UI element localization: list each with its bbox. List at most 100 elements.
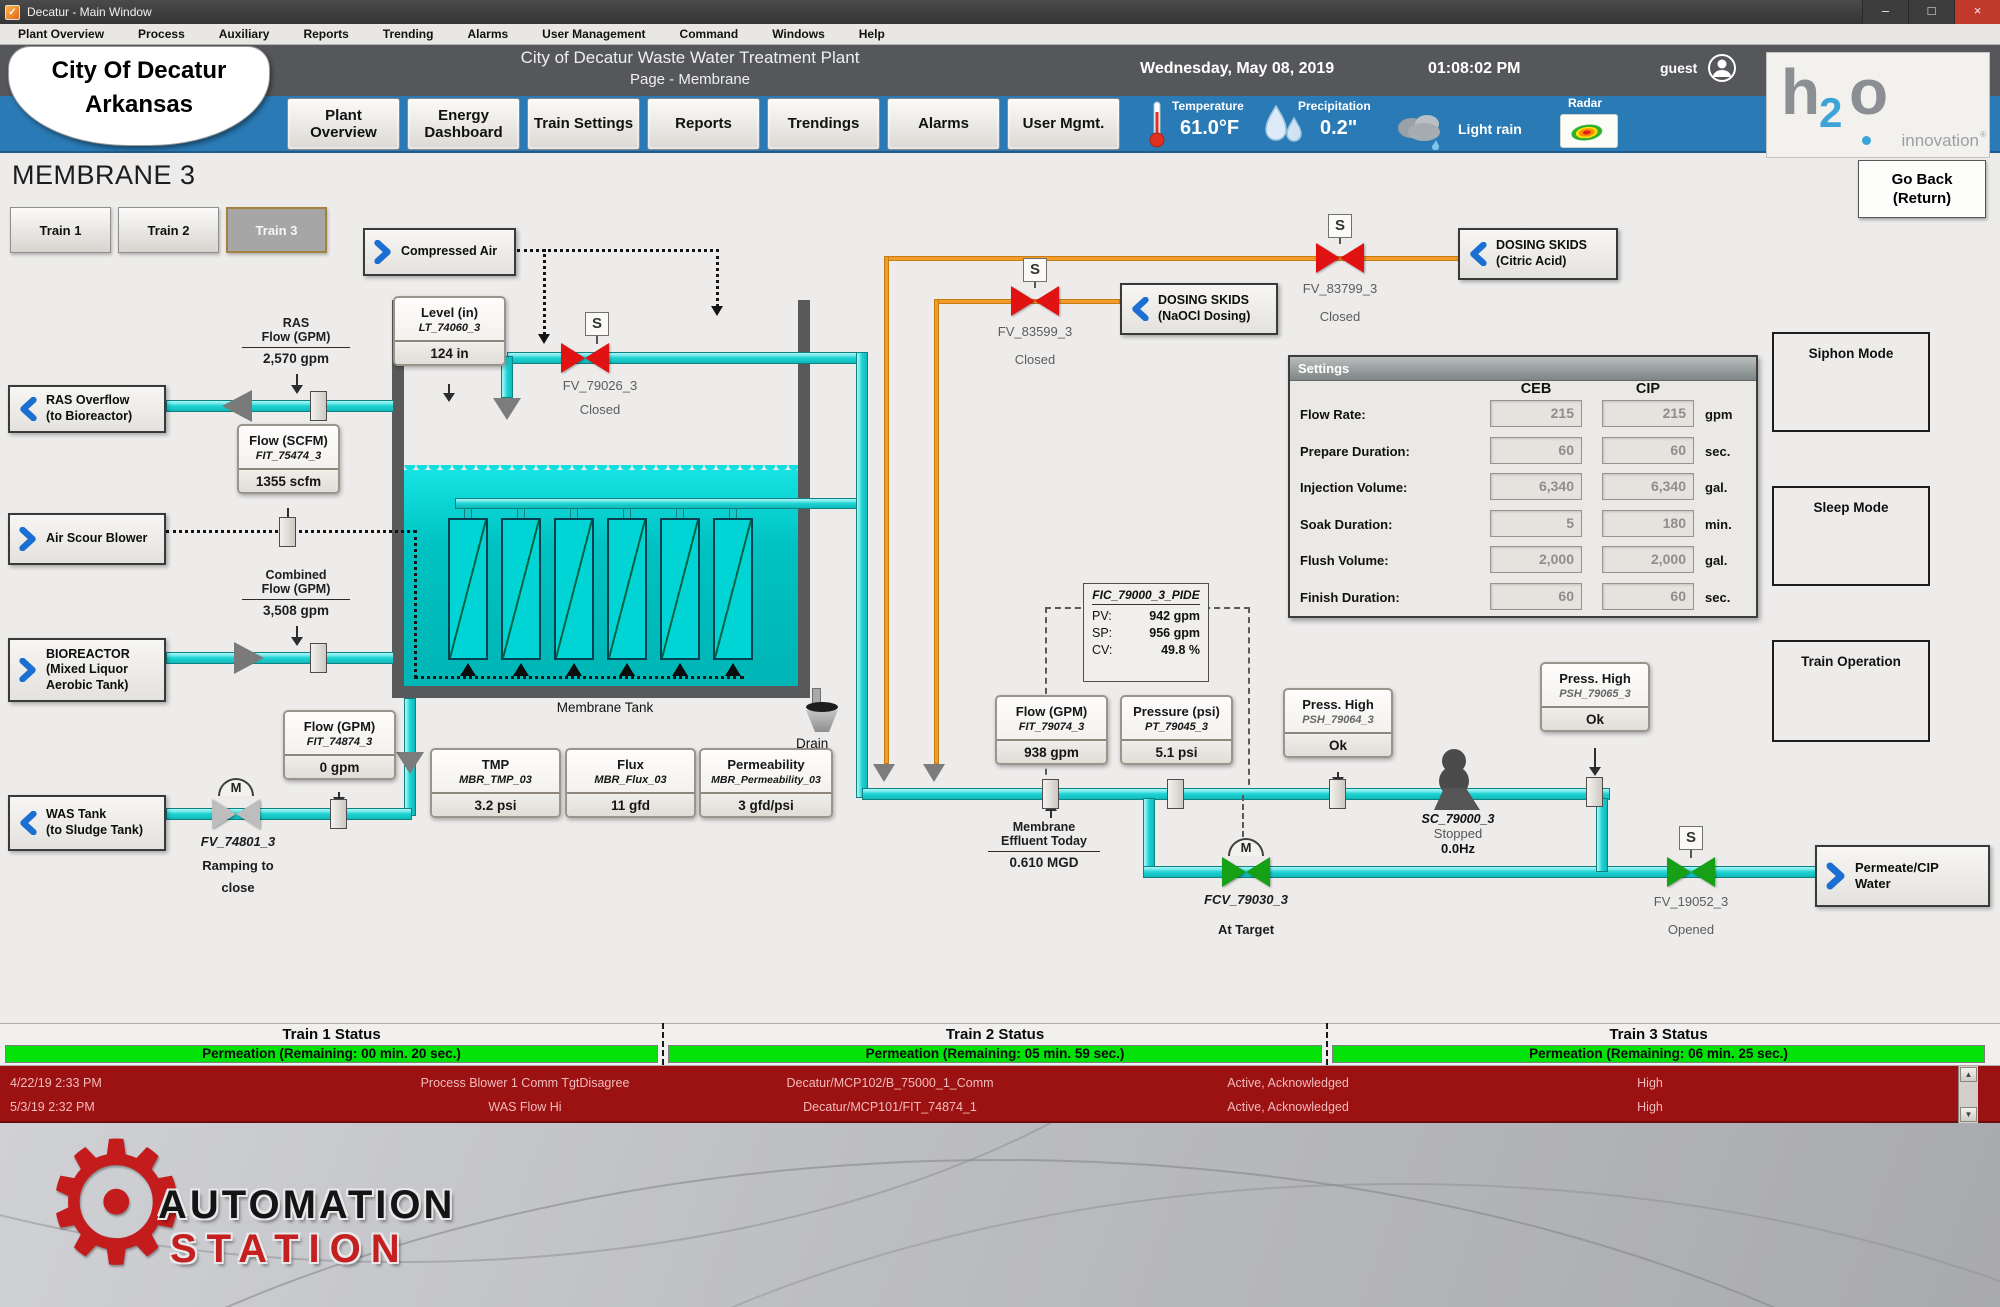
fic-controller-box[interactable]: FIC_79000_3_PIDE PV:942 gpm SP:956 gpm C… [1083,583,1209,682]
menu-alarms[interactable]: Alarms [467,27,508,41]
menu-command[interactable]: Command [680,27,739,41]
tab-alarms[interactable]: Alarms [887,98,1000,150]
was-flow-title: Flow (GPM) [285,712,394,734]
user-icon[interactable] [1706,52,1738,84]
alarm-row-priority[interactable]: High [1637,1076,1663,1090]
tab-trendings[interactable]: Trendings [767,98,880,150]
go-back-button[interactable]: Go Back (Return) [1858,160,1986,218]
settings-ceb-prepare-input[interactable]: 60 [1490,437,1582,464]
train-3-button[interactable]: Train 3 [226,207,327,253]
fv-74801-valve[interactable] [212,799,260,829]
settings-ceb-flow-rate-input[interactable]: 215 [1490,400,1582,427]
ras-flow-line1: RAS [242,316,350,330]
permeate-cip-water-link[interactable]: Permeate/CIPWater [1815,845,1990,907]
settings-cip-injection-input[interactable]: 6,340 [1602,473,1694,500]
menu-trending[interactable]: Trending [383,27,434,41]
settings-cip-flush-input[interactable]: 2,000 [1602,546,1694,573]
flux-title: Flux [567,750,694,772]
psh-79065-tap [1586,777,1603,807]
alarm-row-description[interactable]: WAS Flow Hi [488,1100,561,1114]
minimize-button[interactable]: – [1862,0,1908,24]
temperature-label: Temperature [1172,99,1244,113]
ras-overflow-link[interactable]: RAS Overflow(to Bioreactor) [8,385,166,433]
settings-cip-flow-rate-input[interactable]: 215 [1602,400,1694,427]
alarm-row-time[interactable]: 5/3/19 2:32 PM [10,1100,95,1114]
compressed-air-link[interactable]: Compressed Air [363,228,516,276]
menu-user-management[interactable]: User Management [542,27,645,41]
fv-79026-valve[interactable] [561,343,609,373]
fv-83599-valve[interactable] [1011,286,1059,316]
settings-cip-prepare-input[interactable]: 60 [1602,437,1694,464]
permeate-pressure-tag: PT_79045_3 [1122,719,1231,733]
menu-plant-overview[interactable]: Plant Overview [18,27,104,41]
air-dotted-line [517,249,719,252]
fv-79026-solenoid-box: S [585,312,609,336]
train-1-button[interactable]: Train 1 [10,207,111,253]
maximize-button[interactable]: □ [1908,0,1954,24]
settings-ceb-flush-input[interactable]: 2,000 [1490,546,1582,573]
tab-user-mgmt[interactable]: User Mgmt. [1007,98,1120,150]
settings-ceb-injection-input[interactable]: 6,340 [1490,473,1582,500]
scroll-down-icon[interactable]: ▼ [1960,1107,1977,1122]
tab-train-settings[interactable]: Train Settings [527,98,640,150]
permeate-flow-readout: Flow (GPM) FIT_79074_3 938 gpm [995,695,1108,765]
settings-unit-injection: gal. [1705,480,1727,495]
radar-thumbnail[interactable] [1560,114,1618,148]
fv-19052-valve[interactable] [1667,857,1715,887]
permeate-flow-tag: FIT_79074_3 [997,719,1106,733]
settings-ceb-soak-input[interactable]: 5 [1490,510,1582,537]
menu-reports[interactable]: Reports [303,27,348,41]
fv-83799-state: Closed [1280,309,1400,324]
alarm-row-source[interactable]: Decatur/MCP102/B_75000_1_Comm [786,1076,993,1090]
menu-help[interactable]: Help [859,27,885,41]
menu-auxiliary[interactable]: Auxiliary [219,27,270,41]
temperature-value: 61.0°F [1180,117,1239,140]
settings-cip-soak-input[interactable]: 180 [1602,510,1694,537]
menu-process[interactable]: Process [138,27,185,41]
menu-windows[interactable]: Windows [772,27,825,41]
air-up-arrow [725,663,741,676]
alarm-scrollbar[interactable]: ▲ ▼ [1958,1066,1978,1123]
tab-plant-overview[interactable]: Plant Overview [287,98,400,150]
logo-o: o [1849,55,1888,129]
alarm-row-description[interactable]: Process Blower 1 Comm TgtDisagree [421,1076,630,1090]
ras-flow-label: RAS Flow (GPM) 2,570 gpm [242,316,350,366]
alarm-row-state[interactable]: Active, Acknowledged [1227,1100,1349,1114]
alarm-row-state[interactable]: Active, Acknowledged [1227,1076,1349,1090]
train-2-status-bar: Permeation (Remaining: 05 min. 59 sec.) [668,1045,1322,1063]
fic-sp-label: SP: [1092,626,1112,640]
fv-83799-tag: FV_83799_3 [1280,281,1400,296]
alarm-row-source[interactable]: Decatur/MCP101/FIT_74874_1 [803,1100,977,1114]
air-scour-blower-link[interactable]: Air Scour Blower [8,513,166,565]
membrane-module [660,518,700,660]
dosing-skids-naocl-link[interactable]: DOSING SKIDS(NaOCl Dosing) [1120,283,1278,335]
settings-cip-finish-input[interactable]: 60 [1602,583,1694,610]
status-separator [662,1023,664,1065]
was-flow-tag: FIT_74874_3 [285,734,394,748]
settings-label-finish: Finish Duration: [1300,590,1400,605]
effluent-line1: Membrane [988,820,1100,834]
psh-79065-tag: PSH_79065_3 [1542,686,1648,700]
vent-triangle [493,398,521,420]
fcv-79030-valve[interactable] [1222,857,1270,887]
scfm-title: Flow (SCFM) [239,426,338,448]
alarm-row-time[interactable]: 4/22/19 2:33 PM [10,1076,102,1090]
pump-icon[interactable] [1430,748,1484,812]
permeability-value: 3 gfd/psi [701,792,831,816]
scroll-up-icon[interactable]: ▲ [1960,1067,1977,1082]
settings-ceb-finish-input[interactable]: 60 [1490,583,1582,610]
h2o-innovation-logo: h 2 o innovation ® [1766,52,1990,158]
flux-readout: Flux MBR_Flux_03 11 gfd [565,748,696,818]
was-tank-link[interactable]: WAS Tank(to Sludge Tank) [8,795,166,851]
chevron-left-icon [18,811,38,835]
tab-reports[interactable]: Reports [647,98,760,150]
membrane-module [501,518,541,660]
bioreactor-link[interactable]: BIOREACTOR(Mixed LiquorAerobic Tank) [8,638,166,702]
train-2-button[interactable]: Train 2 [118,207,219,253]
alarm-row-priority[interactable]: High [1637,1100,1663,1114]
tab-energy-dashboard[interactable]: Energy Dashboard [407,98,520,150]
fv-83799-valve[interactable] [1316,243,1364,273]
close-button[interactable]: × [1954,0,2000,24]
dosing-skids-citric-link[interactable]: DOSING SKIDS(Citric Acid) [1458,228,1618,280]
membrane-module [713,518,753,660]
